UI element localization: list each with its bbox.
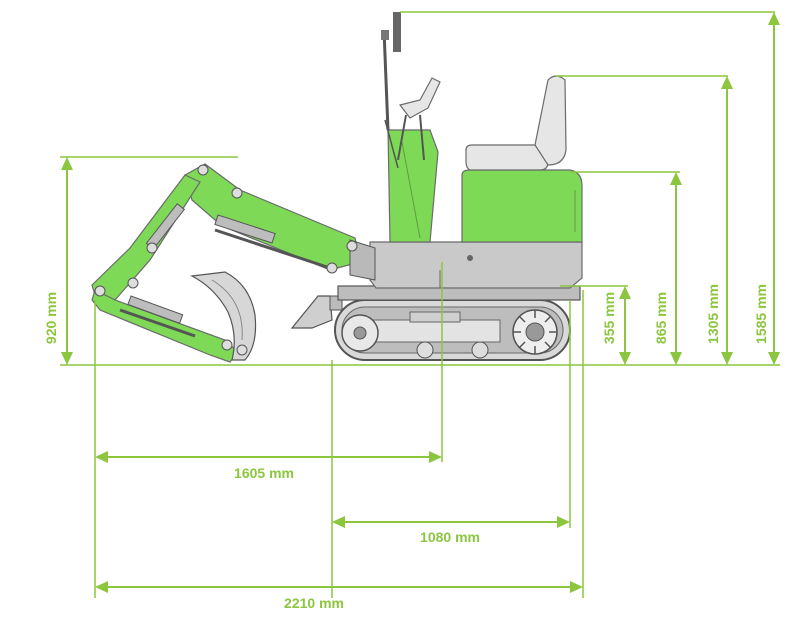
dipper-arm [91, 174, 239, 363]
label-arm-reach-length: 1605 mm [234, 465, 294, 481]
control-tower [381, 12, 441, 243]
label-blade-height: 355 mm [601, 292, 617, 344]
bucket [190, 271, 257, 361]
label-seat-height: 1305 mm [705, 284, 721, 344]
label-total-height: 1585 mm [753, 284, 769, 344]
dimension-labels: 920 mm 355 mm 865 mm 1305 mm 1585 mm 160… [43, 284, 769, 611]
track-assembly [334, 299, 571, 361]
engine-cover [461, 169, 583, 243]
label-arm-reach-height: 920 mm [43, 292, 59, 344]
label-body-height: 865 mm [653, 292, 669, 344]
dimension-lines [60, 11, 780, 598]
chassis [369, 241, 583, 289]
boom-arm [184, 163, 376, 281]
operator-seat [465, 75, 567, 171]
mini-excavator [91, 12, 583, 363]
label-track-length: 1080 mm [420, 529, 480, 545]
label-total-length: 2210 mm [284, 595, 344, 611]
dozer-blade [290, 295, 343, 329]
